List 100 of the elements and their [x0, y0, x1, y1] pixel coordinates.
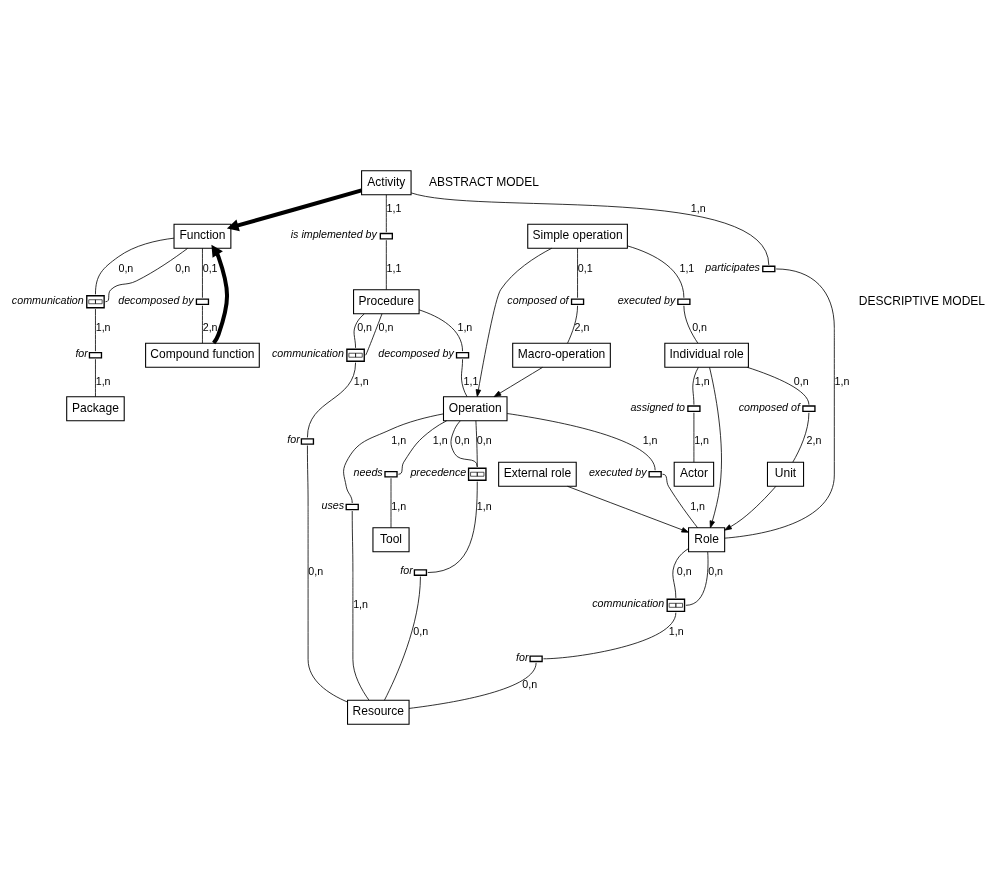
edge-label: 1,n: [690, 499, 706, 512]
edge-label: 1,n: [694, 433, 710, 446]
node-box: Resource: [347, 699, 410, 725]
edge-label: 2,n: [806, 433, 822, 446]
connector: [567, 304, 578, 343]
node-label: for: [75, 346, 88, 359]
node-box: Tool: [372, 526, 410, 552]
node-box: Role: [688, 526, 726, 552]
node-box: [570, 297, 585, 305]
connector: [662, 473, 698, 528]
connector: [385, 239, 387, 290]
connector: [450, 420, 478, 467]
node-box: Operation: [442, 395, 508, 421]
node-box: [802, 404, 816, 412]
edge-label: 1,n: [391, 499, 407, 512]
connector: [418, 308, 463, 352]
edge-label: 1,1: [679, 261, 695, 274]
node-box: [687, 404, 701, 412]
connector: [724, 268, 835, 539]
connector: [95, 237, 175, 295]
node-box: [762, 265, 776, 272]
connector: [202, 247, 203, 298]
node-box: [455, 351, 470, 359]
edge-label: 1,n: [95, 374, 111, 387]
edge-label: 1,1: [386, 201, 402, 214]
connector: [461, 358, 468, 397]
arrow: [493, 366, 543, 397]
node-box: [195, 297, 210, 305]
label: DESCRIPTIVE MODEL: [858, 293, 986, 308]
connector: [685, 551, 709, 606]
connector: [627, 245, 685, 298]
node-box: [88, 351, 103, 359]
arrow: [567, 485, 689, 533]
edge-label: 0,n: [708, 564, 724, 577]
node-label: decomposed by: [118, 293, 194, 306]
node-label: uses: [321, 498, 345, 511]
edge-label: 1,n: [432, 433, 448, 446]
connector: [693, 411, 695, 463]
node-label: communication: [11, 293, 84, 306]
connector: [95, 358, 96, 397]
node-box: [648, 470, 662, 478]
node-label: executed by: [617, 293, 676, 306]
edge-label: 0,n: [793, 374, 809, 387]
connector: [95, 308, 96, 352]
node-label: for: [516, 650, 529, 663]
edge-label: 0,1: [202, 261, 218, 274]
connector: [683, 304, 699, 343]
connector: [384, 575, 421, 701]
edge-label: 1,n: [391, 433, 407, 446]
edge-label: 0,n: [118, 261, 134, 274]
connector: [427, 480, 478, 573]
connector: [105, 247, 188, 302]
edge-label: 0,n: [378, 320, 394, 333]
node-box: [379, 232, 393, 240]
connector: [365, 312, 383, 356]
node-label: communication: [592, 596, 665, 609]
node-label: for: [400, 563, 413, 576]
connector: [543, 611, 677, 659]
connector: [307, 444, 348, 702]
node-box: Simple operation: [527, 223, 628, 249]
node-box: Actor: [673, 461, 715, 487]
connector: [307, 361, 356, 438]
node-box: [345, 503, 359, 510]
label: ABSTRACT MODEL: [428, 174, 539, 189]
edge-label: 0,n: [175, 261, 191, 274]
edge-label: 1,1: [386, 261, 402, 274]
edge-label: 1,n: [457, 320, 473, 333]
connector: [506, 412, 656, 471]
connector: [397, 419, 448, 475]
connector: [746, 366, 810, 405]
node-box: Compound function: [145, 342, 260, 368]
edge-label: 0,n: [308, 564, 324, 577]
node-label: for: [287, 432, 300, 445]
edge-label: 2,n: [202, 320, 218, 333]
edge-label: 1,n: [694, 374, 710, 387]
connector: [353, 313, 365, 348]
node-box: [384, 470, 398, 478]
node-box: [413, 568, 428, 576]
node-label: executed by: [588, 465, 647, 478]
node-label: composed of: [738, 400, 800, 413]
edge-label: 1,n: [668, 624, 684, 637]
edge-label: 0,n: [357, 320, 373, 333]
connector: [202, 304, 203, 343]
edge-label: 0,1: [577, 261, 593, 274]
edge-label: 2,n: [574, 320, 590, 333]
edge-label: 1,n: [476, 499, 492, 512]
edge-label: 1,n: [642, 433, 658, 446]
node-box: Unit: [766, 461, 805, 487]
node-box: Macro-operation: [512, 342, 611, 368]
connector: [672, 547, 689, 598]
edge-label: 0,n: [522, 677, 538, 690]
node-label: communication: [271, 346, 344, 359]
edge-label: 1,n: [353, 374, 369, 387]
edge-label: 0,n: [692, 320, 708, 333]
node-box: Individual role: [664, 342, 749, 368]
node-box: Function: [173, 223, 232, 249]
node-box: Activity: [361, 169, 412, 195]
connector: [351, 510, 370, 701]
connector: [692, 366, 699, 405]
connector: [410, 192, 770, 265]
